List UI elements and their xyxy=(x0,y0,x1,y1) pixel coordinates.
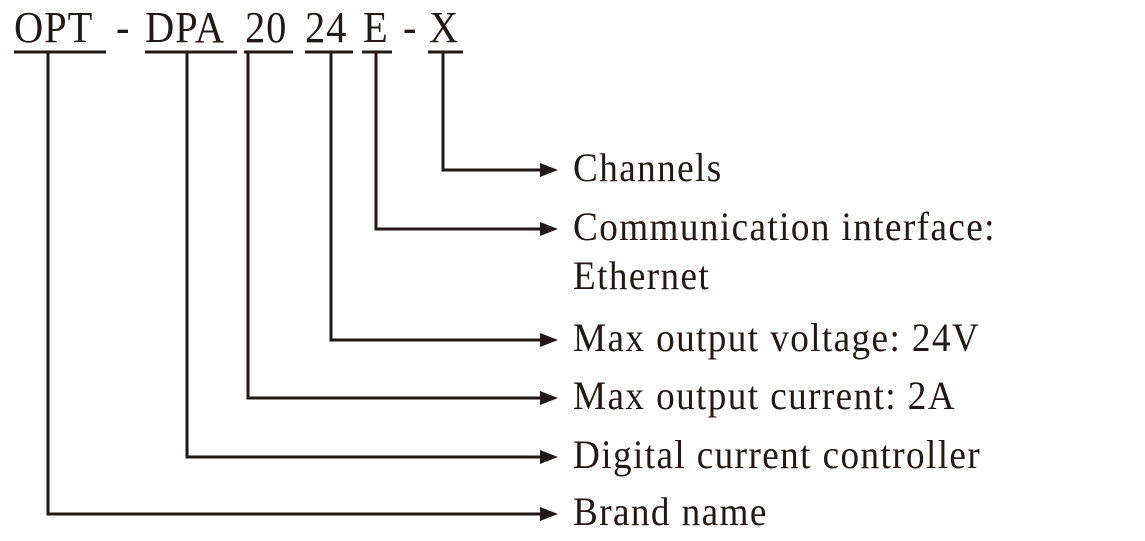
label-controller: Digital current controller xyxy=(573,432,982,477)
code-opt: OPT xyxy=(14,3,94,52)
code-x: X xyxy=(429,3,460,52)
connector-x xyxy=(441,52,542,172)
arrow-icon xyxy=(540,507,558,521)
label-channels: Channels xyxy=(573,145,723,190)
label-comm-interface: Communication interface: xyxy=(573,204,996,249)
label-brand: Brand name xyxy=(573,489,768,534)
connector-20 xyxy=(246,52,542,400)
code-dpa: DPA xyxy=(145,3,226,52)
connector-24 xyxy=(329,52,542,342)
code-20: 20 xyxy=(245,3,288,52)
code-sep-1: - xyxy=(116,3,131,52)
label-max-voltage: Max output voltage: 24V xyxy=(573,315,981,360)
arrow-icon xyxy=(540,163,558,177)
connector-e xyxy=(374,52,542,231)
code-24: 24 xyxy=(305,3,348,52)
arrow-icon xyxy=(540,450,558,464)
arrow-icon xyxy=(540,391,558,405)
arrow-icon xyxy=(540,222,558,236)
connector-dpa xyxy=(185,52,542,459)
code-sep-2: - xyxy=(403,3,418,52)
code-e: E xyxy=(363,3,389,52)
arrow-icon xyxy=(540,333,558,347)
label-max-current: Max output current: 2A xyxy=(573,373,956,418)
label-comm-interface-value: Ethernet xyxy=(573,253,711,298)
connector-opt xyxy=(46,52,542,516)
